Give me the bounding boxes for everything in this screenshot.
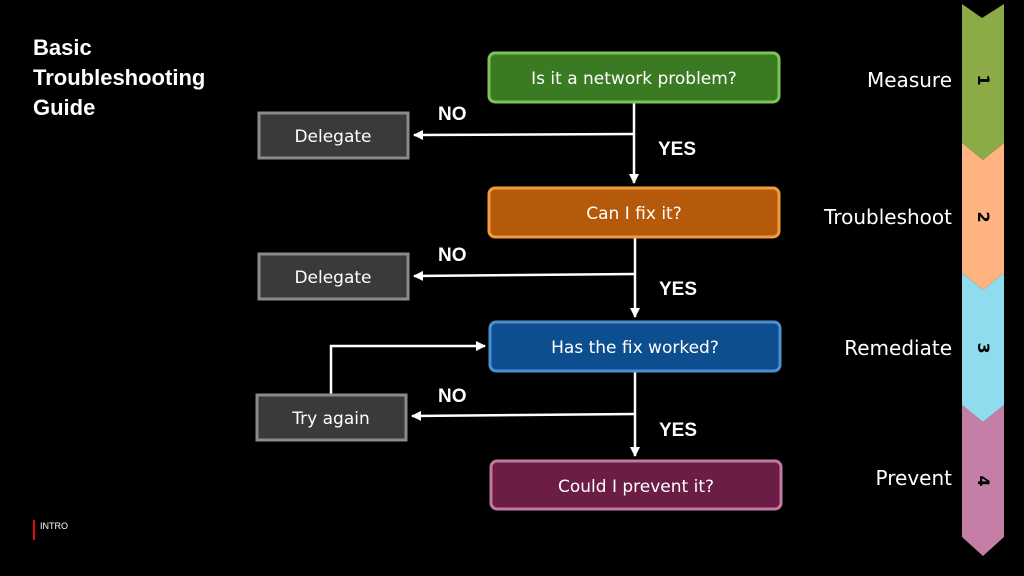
stage-number: 1: [974, 74, 993, 85]
stage-label-troubleshoot: Troubleshoot: [823, 205, 952, 229]
side-box-label: Delegate: [294, 127, 371, 147]
stage-chevron-4: [962, 405, 1004, 556]
flow-box-label: Could I prevent it?: [558, 477, 714, 497]
edge-label-no: NO: [438, 104, 467, 125]
side-box-try-again: Try again: [255, 393, 408, 442]
connectors: [329, 102, 640, 457]
flow-box-label: Can I fix it?: [586, 204, 681, 224]
flow-box-label: Has the fix worked?: [551, 338, 719, 358]
stage-chevron-3: [962, 273, 1004, 422]
flow-box-fix: Can I fix it?: [487, 186, 781, 239]
stage-chevron-2: [962, 143, 1004, 290]
stage-number: 2: [974, 211, 993, 222]
flow-box-worked: Has the fix worked?: [488, 320, 782, 373]
flow-box-prevent: Could I prevent it?: [489, 459, 783, 511]
stage-label-remediate: Remediate: [844, 336, 952, 360]
flow-box-network: Is it a network problem?: [487, 51, 781, 104]
page-title: Basic Troubleshooting Guide: [33, 33, 205, 123]
stage-number: 3: [974, 342, 993, 353]
stage-chevron-1: [962, 4, 1004, 160]
title-line: Troubleshooting: [33, 65, 206, 90]
edge-label-yes: YES: [659, 420, 697, 441]
section-footer: INTRO: [33, 520, 68, 540]
side-box-label: Try again: [291, 409, 369, 429]
edge-label-yes: YES: [658, 139, 696, 160]
arrow-no-2: [413, 270, 636, 281]
edge-label-no: NO: [438, 386, 467, 407]
title-line: Basic: [33, 35, 92, 60]
edge-label-no: NO: [438, 245, 467, 266]
arrow-no-3: [411, 410, 636, 421]
stage-number: 4: [974, 475, 993, 486]
title-line: Guide: [33, 95, 96, 120]
arrow-no-1: [413, 129, 635, 140]
side-box-delegate-2: Delegate: [257, 252, 410, 301]
arrow-retry-loop: [329, 341, 486, 394]
stage-ribbon: 1 2 3 4: [962, 4, 1004, 556]
flow-box-label: Is it a network problem?: [531, 69, 737, 89]
side-box-delegate-1: Delegate: [257, 111, 410, 160]
stage-label-prevent: Prevent: [876, 466, 953, 490]
side-box-label: Delegate: [294, 268, 371, 288]
stage-label-measure: Measure: [867, 68, 952, 92]
edge-label-yes: YES: [659, 279, 697, 300]
